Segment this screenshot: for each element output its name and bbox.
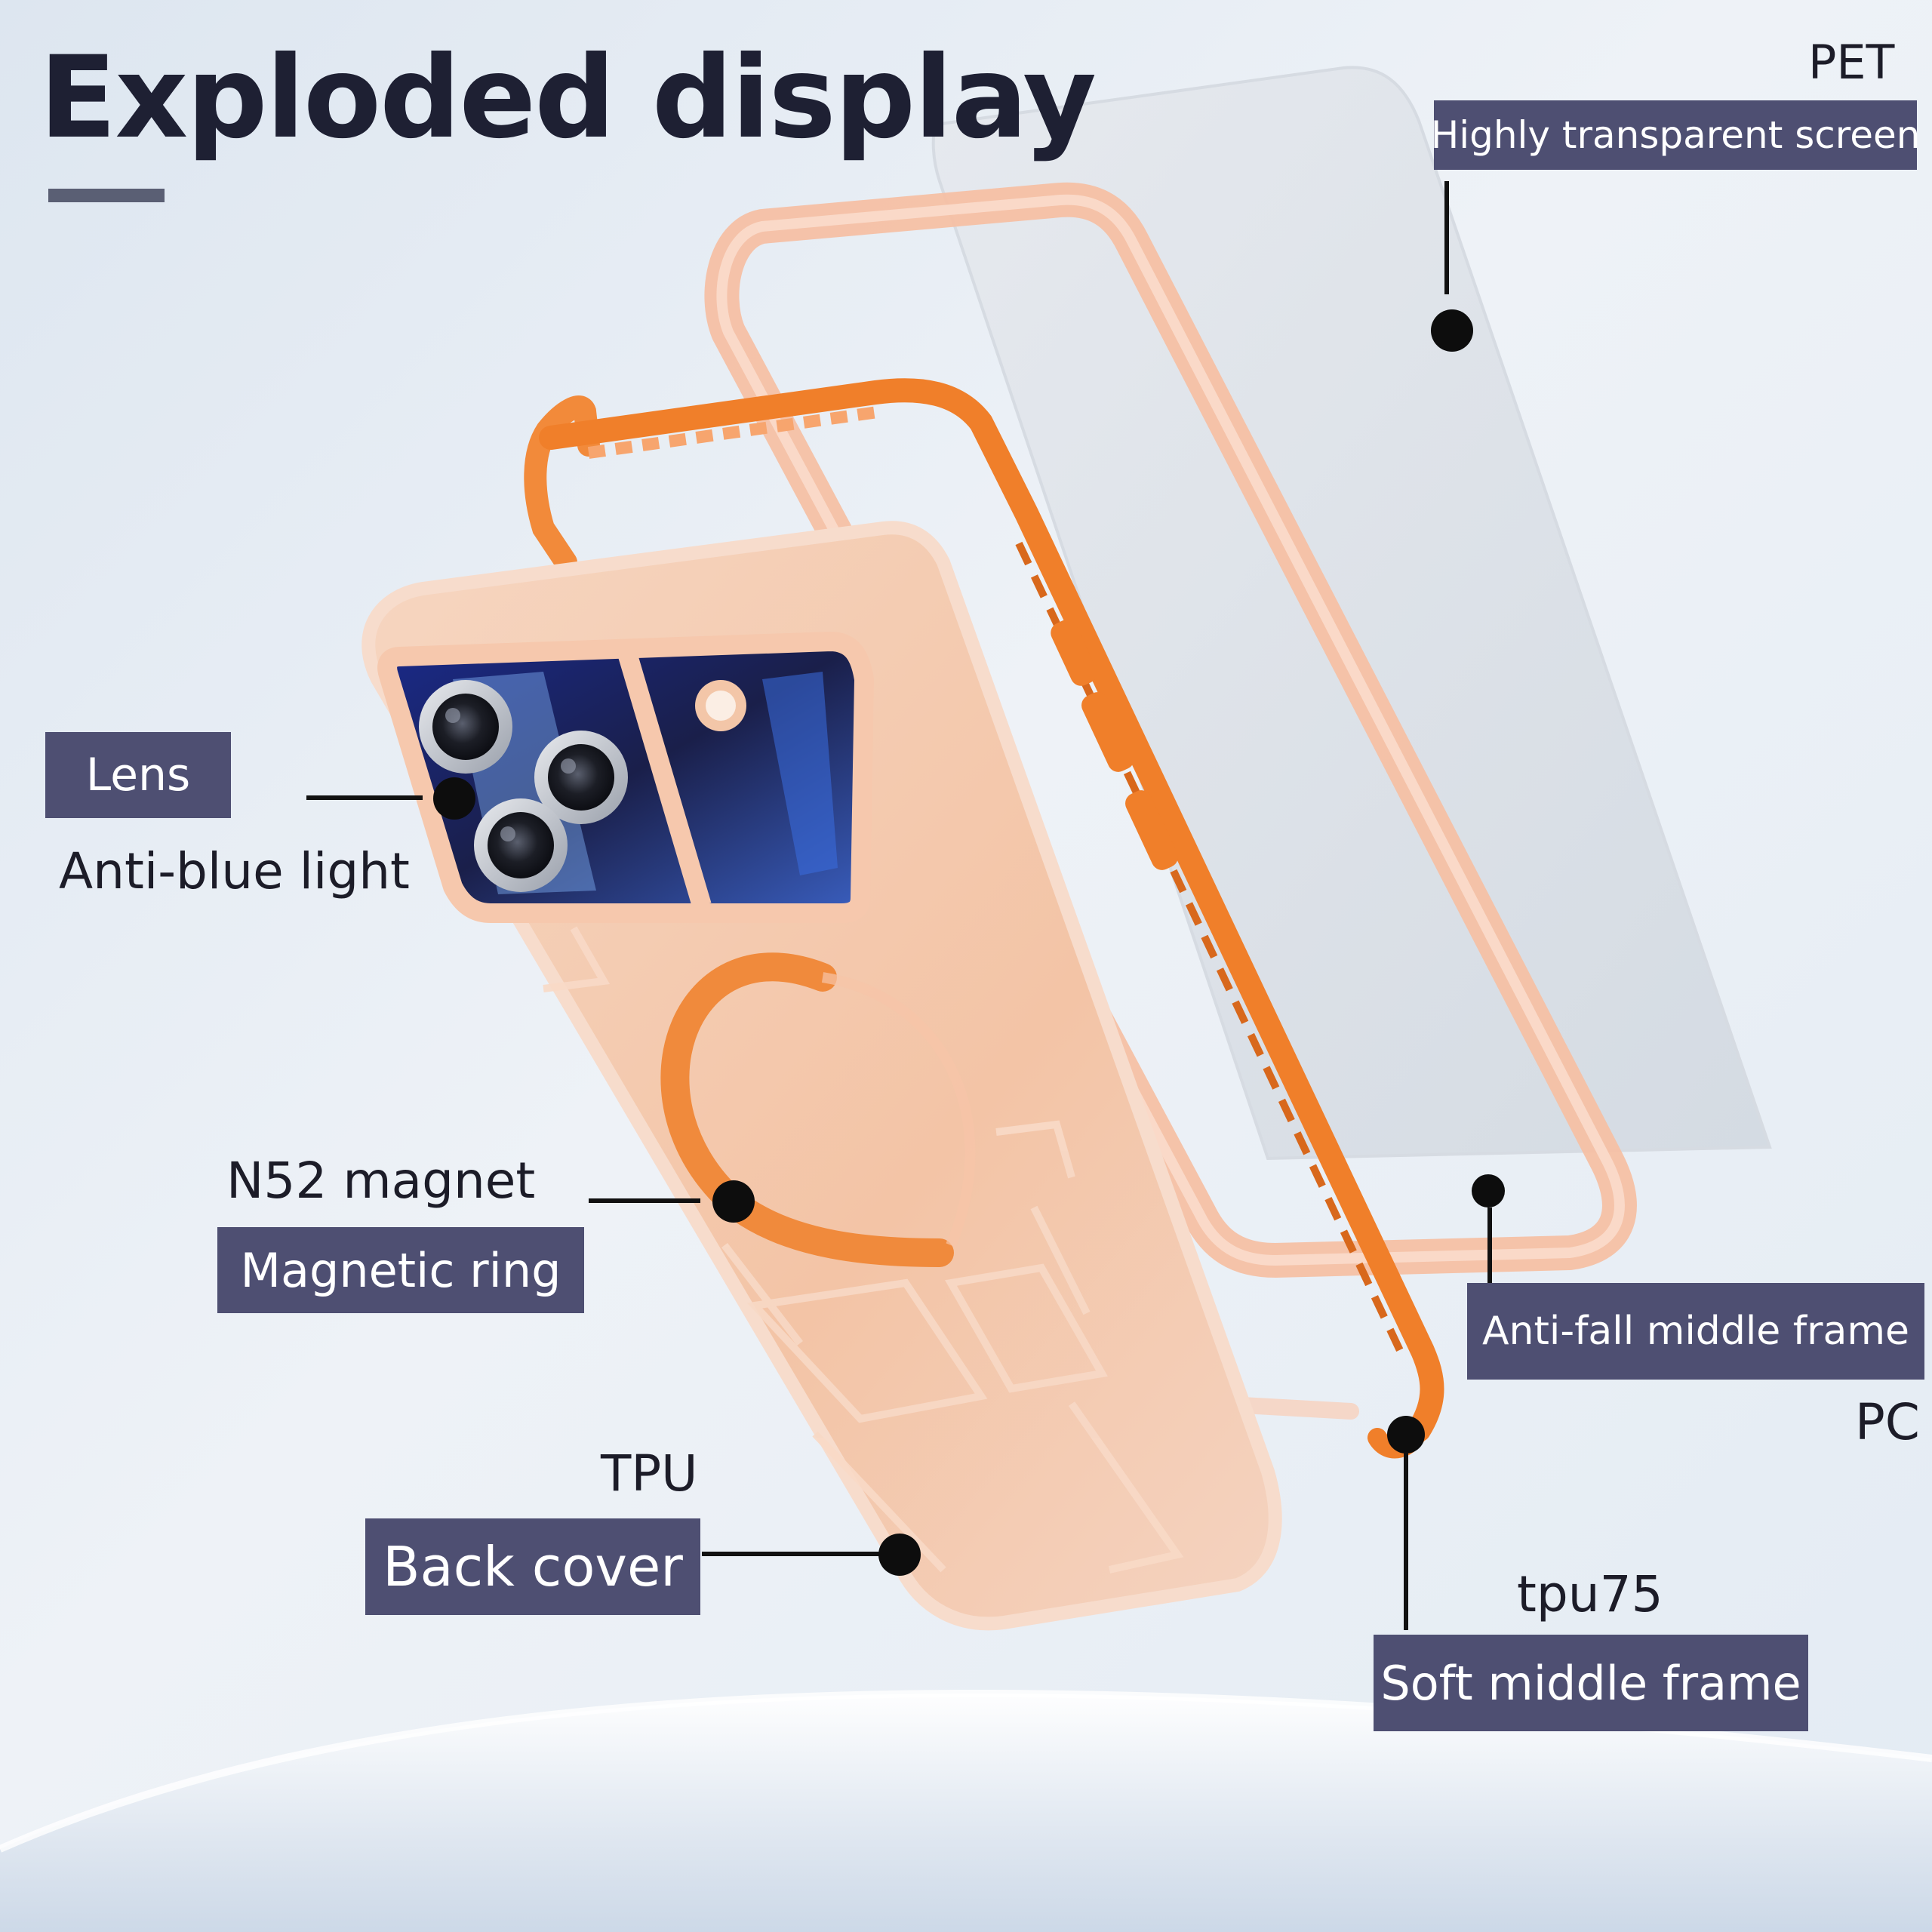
screen-marker-dot [1431, 309, 1473, 352]
anti-fall-frame-label: Anti-fall middle frame [1467, 1283, 1924, 1380]
anti-blue-light-text: Anti-blue light [59, 842, 410, 900]
magnet-marker-dot [712, 1180, 755, 1223]
lens-leader-line [306, 795, 423, 800]
pet-material-text: PET [1808, 35, 1895, 90]
anti-fall-marker-dot [1472, 1174, 1505, 1208]
back-cover-material-text: TPU [601, 1444, 698, 1503]
back-cover-marker-dot [878, 1534, 921, 1576]
lens-label: Lens [45, 732, 231, 818]
soft-frame-leader-line [1404, 1452, 1408, 1630]
lens-marker-dot [433, 777, 475, 820]
pc-material-text: PC [1855, 1393, 1920, 1451]
tpu75-material-text: tpu75 [1517, 1565, 1663, 1623]
magnetic-ring-label: Magnetic ring [217, 1227, 584, 1313]
page-title: Exploded display [39, 32, 1097, 164]
soft-frame-label: Soft middle frame [1374, 1635, 1808, 1731]
back-cover-label: Back cover [365, 1518, 700, 1615]
anti-fall-leader-line [1487, 1208, 1492, 1306]
back-cover-leader-line [702, 1552, 880, 1556]
screen-protector-label: Highly transparent screen [1431, 100, 1920, 170]
magnet-leader-line [589, 1198, 700, 1203]
soft-frame-marker-dot [1387, 1416, 1425, 1454]
magnet-material-text: N52 magnet [226, 1152, 536, 1210]
title-underline [48, 189, 165, 202]
screen-leader-line [1444, 181, 1449, 294]
